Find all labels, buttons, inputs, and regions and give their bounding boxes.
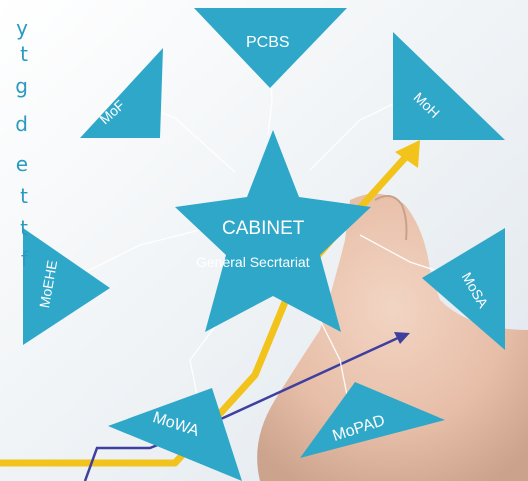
- yellow-trend-arrowhead: [395, 140, 420, 168]
- node-mof-shape: [80, 48, 163, 138]
- side-letter: d: [15, 112, 28, 136]
- side-letter: t: [20, 42, 28, 66]
- node-moehe-shape: [23, 228, 110, 345]
- blue-trend-line: [83, 335, 401, 481]
- node-pcbs-label: PCBS: [246, 34, 290, 51]
- side-letter: t: [20, 216, 28, 240]
- node-moh-shape: [393, 32, 505, 140]
- cabinet-subtitle: General Secrtariat: [196, 254, 310, 270]
- side-letter: g: [15, 74, 28, 98]
- side-letter: f: [20, 247, 28, 271]
- arrow-icon: [394, 332, 410, 344]
- node-pcbs-shape: [194, 8, 347, 88]
- side-letter: y: [16, 16, 28, 40]
- node-mowa-shape: [108, 388, 242, 481]
- cabinet-title: CABINET: [222, 218, 305, 239]
- node-mosa-shape: [422, 228, 505, 350]
- node-mopad-shape: [300, 382, 445, 458]
- hand-photo: [257, 193, 528, 481]
- side-letter: t: [20, 184, 28, 208]
- cabinet-star: [175, 130, 371, 332]
- side-letter: e: [15, 152, 28, 176]
